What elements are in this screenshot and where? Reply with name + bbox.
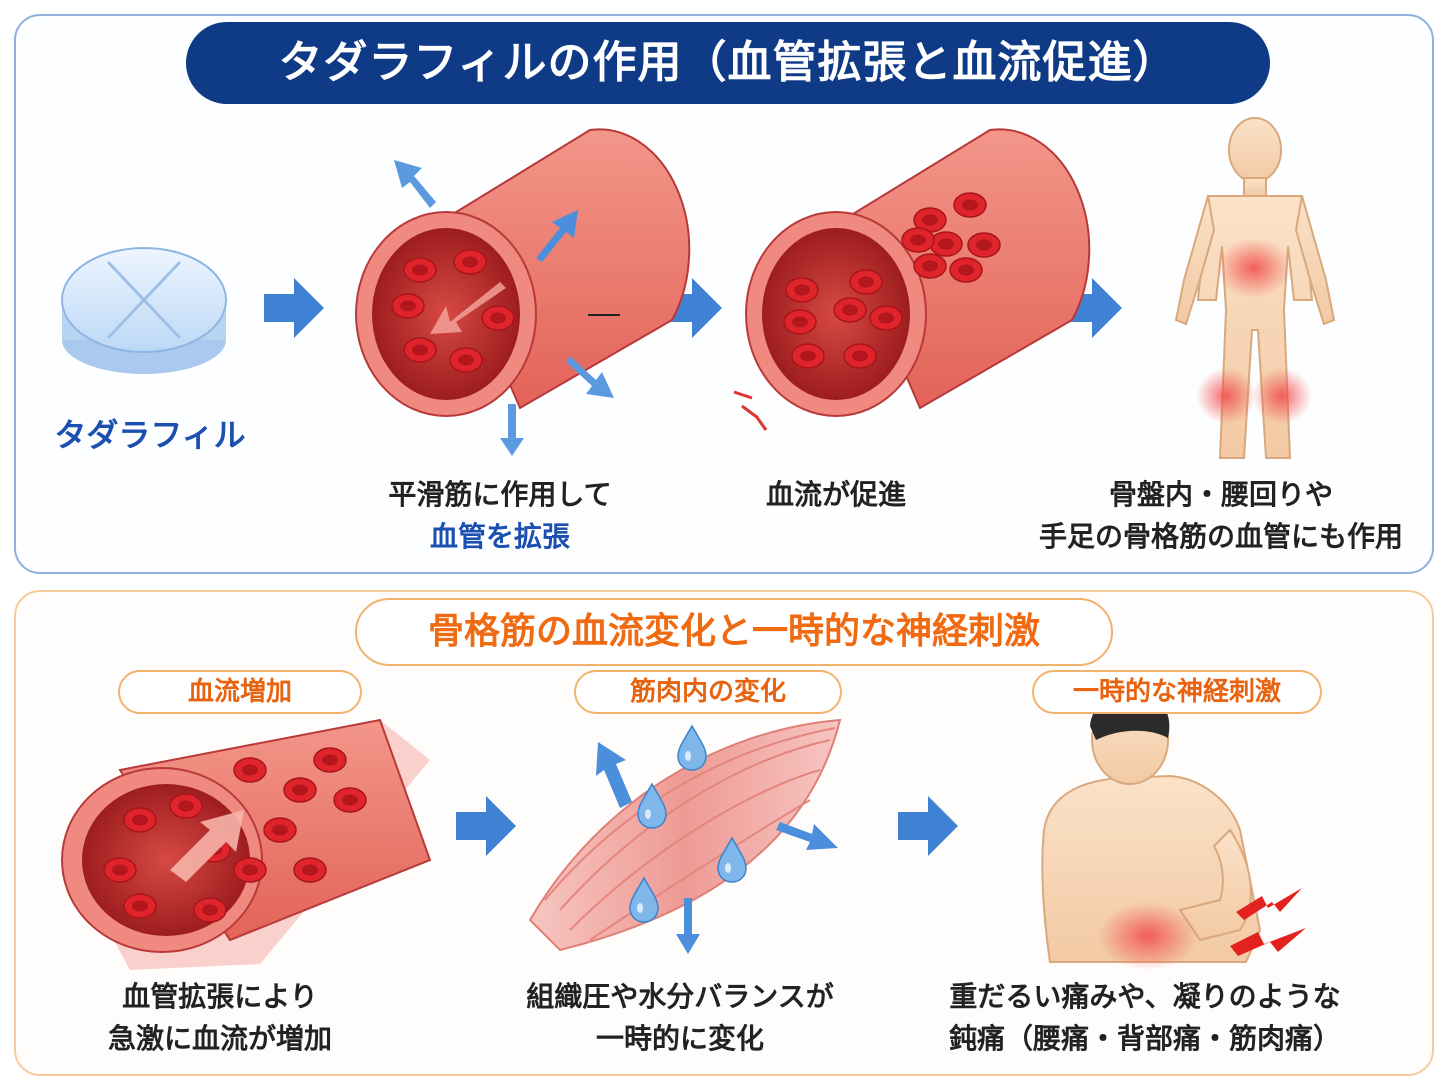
cap1: 血管拡張により 急激に血流が増加 <box>70 976 370 1060</box>
cap1-line2: 急激に血流が増加 <box>107 1022 332 1055</box>
step3-caption: 骨盤内・腰回りや 手足の骨格筋の血管にも作用 <box>1016 474 1426 558</box>
vessel-icon <box>355 128 691 456</box>
tablet-label: タダラフィル <box>54 416 246 454</box>
back-pain-icon <box>1041 693 1262 970</box>
vessel-icon <box>61 718 432 970</box>
step3-line2: 手足の骨格筋の血管にも作用 <box>1038 520 1403 553</box>
glow-right-leg <box>1252 368 1312 424</box>
step1-line2: 血管を拡張 <box>429 520 570 553</box>
cap2: 組織圧や水分バランスが 一時的に変化 <box>490 976 870 1060</box>
step2-caption: 血流が促進 <box>765 478 906 511</box>
tag-nerve-stimulus: 一時的な神経刺激 <box>1032 670 1322 714</box>
glow-pelvis <box>1216 238 1292 298</box>
step3-line1: 骨盤内・腰回りや <box>1108 478 1333 511</box>
pain-spark-icon <box>1230 888 1306 956</box>
tag-muscle-change: 筋肉内の変化 <box>574 670 842 714</box>
cap2-line1: 組織圧や水分バランスが <box>526 980 834 1013</box>
cap1-line1: 血管拡張により <box>122 980 318 1013</box>
arrow-right-icon <box>264 278 324 338</box>
cap3-line2: 鈍痛（腰痛・背部痛・筋肉痛） <box>948 1022 1341 1055</box>
section-title: 骨格筋の血流変化と一時的な神経刺激 <box>355 598 1113 666</box>
step1-line1: 平滑筋に作用して <box>388 478 612 511</box>
cap2-line2: 一時的に変化 <box>595 1022 764 1055</box>
water-drop-icon <box>677 725 707 771</box>
vessel-icon <box>733 128 1091 431</box>
cap3-line1: 重だるい痛みや、凝りのような <box>949 980 1341 1013</box>
glow-left-leg <box>1196 368 1256 424</box>
page-title: タダラフィルの作用（血管拡張と血流促進） <box>186 22 1270 104</box>
arrow-right-icon <box>898 796 958 856</box>
tag-blood-flow: 血流増加 <box>118 670 362 714</box>
arrow-right-icon <box>456 796 516 856</box>
cap3: 重だるい痛みや、凝りのような 鈍痛（腰痛・背部痛・筋肉痛） <box>930 976 1360 1060</box>
step1-caption: 平滑筋に作用して 血管を拡張 <box>340 474 660 558</box>
muscle-icon <box>528 718 842 954</box>
tablet-icon <box>61 247 227 374</box>
top-panel <box>14 14 1434 574</box>
